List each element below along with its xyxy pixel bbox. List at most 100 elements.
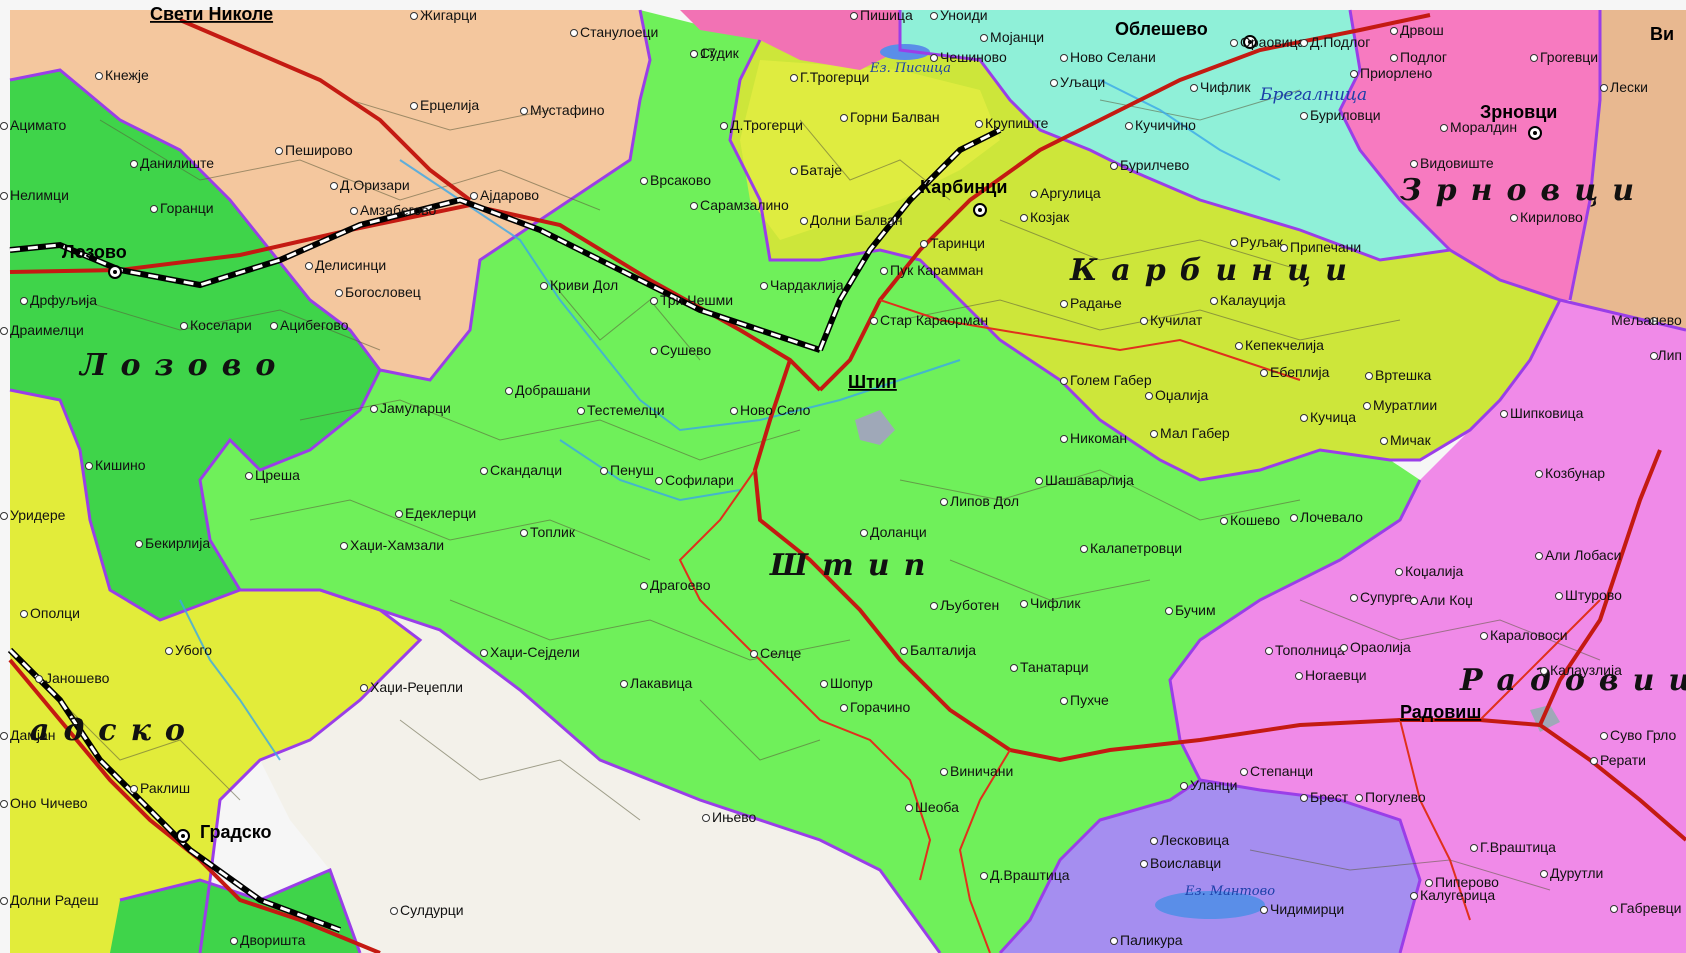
village-marker[interactable]: Чифлик	[1020, 595, 1082, 611]
village-marker[interactable]: Г.Враштица	[1470, 839, 1557, 855]
region-left-yellow-area[interactable]	[10, 390, 420, 953]
village-marker[interactable]: Д.Враштица	[980, 867, 1070, 883]
village-marker[interactable]: Топлик	[520, 524, 576, 540]
village-marker[interactable]: Вртешка	[1365, 367, 1432, 383]
village-marker[interactable]: Воиславци	[1140, 855, 1222, 871]
village-marker[interactable]: Видовиште	[1410, 155, 1494, 171]
village-marker[interactable]: Уридере	[0, 507, 66, 523]
village-marker[interactable]: Сулдурци	[390, 902, 464, 918]
village-marker[interactable]: Лочевало	[1290, 509, 1364, 525]
village-marker[interactable]: Козбунар	[1535, 465, 1606, 481]
village-marker[interactable]: Суво Грло	[1600, 727, 1677, 743]
village-marker[interactable]: Врсакoвo	[640, 172, 712, 188]
region-white-area[interactable]	[260, 590, 940, 953]
village-marker[interactable]: Уљаци	[1050, 74, 1106, 90]
village-marker[interactable]: Шопур	[820, 675, 874, 691]
village-marker[interactable]: Кепекчелија	[1235, 337, 1325, 353]
village-marker[interactable]: Јаношево	[35, 670, 110, 686]
village-marker[interactable]: Ополци	[20, 605, 80, 621]
village-marker[interactable]: Делисинци	[305, 257, 387, 273]
village-marker[interactable]: Караловоси	[1480, 627, 1568, 643]
region-top-pink-area[interactable]	[680, 10, 900, 70]
village-marker[interactable]: Паликура	[1110, 932, 1183, 948]
village-marker[interactable]: Ацибегово	[270, 317, 349, 333]
village-marker[interactable]: Мурaтлии	[1363, 397, 1438, 413]
village-marker[interactable]: Ораолија	[1340, 639, 1412, 655]
village-marker[interactable]: Пишица	[850, 7, 913, 23]
village-marker[interactable]: Драимелци	[0, 322, 84, 338]
village-marker[interactable]: Габревци	[1610, 900, 1682, 916]
village-marker[interactable]: Бучим	[1165, 602, 1216, 618]
village-marker[interactable]: Хаџи-Хамзали	[340, 537, 445, 553]
village-marker[interactable]: Горни Балван	[840, 109, 940, 125]
village-marker[interactable]: Стар Караорман	[870, 312, 989, 328]
region-konche-area[interactable]	[1000, 780, 1420, 953]
village-marker[interactable]: Селце	[750, 645, 802, 661]
village-marker[interactable]: Уланци	[1180, 777, 1238, 793]
village-marker[interactable]: Дурутли	[1540, 865, 1604, 881]
village-marker[interactable]: Уноиди	[930, 7, 988, 23]
village-marker[interactable]: Д.Оризари	[330, 177, 410, 193]
village-marker[interactable]: 17	[690, 45, 716, 61]
village-marker[interactable]: Рерати	[1590, 752, 1647, 768]
city-marker-radovis[interactable]: Радовиш	[1400, 702, 1481, 722]
village-marker[interactable]: Бурилoвци	[1300, 107, 1381, 123]
village-marker[interactable]: Оно Чичево	[0, 795, 88, 811]
village-marker[interactable]: Ерцелија	[410, 97, 480, 113]
village-marker[interactable]: Штурово	[1555, 587, 1623, 603]
village-marker[interactable]: Ногаевци	[1295, 667, 1367, 683]
village-marker[interactable]: Калауција	[1210, 292, 1286, 308]
village-marker[interactable]: Али Лобаси	[1535, 547, 1622, 563]
village-marker[interactable]: Липов Дол	[940, 493, 1020, 509]
village-marker[interactable]: Козјак	[1020, 209, 1071, 225]
region-zrnovci-area[interactable]	[1340, 10, 1600, 300]
village-marker[interactable]: Хаџи-Реџепли	[360, 679, 463, 695]
village-marker[interactable]: Лески	[1600, 79, 1648, 95]
village-marker[interactable]: Три Чешми	[650, 292, 734, 308]
village-marker[interactable]: Моралдин	[1440, 119, 1518, 135]
village-marker[interactable]: Пиперово	[1425, 874, 1500, 890]
city-marker-karbinci[interactable]: Карбинци	[920, 177, 1007, 217]
region-right-peach-area[interactable]	[1570, 10, 1686, 360]
village-marker[interactable]: Орaoвица	[1230, 34, 1306, 50]
village-marker[interactable]: Станулоеци	[570, 24, 659, 40]
city-marker-zrnovci[interactable]: Зрновци	[1480, 102, 1557, 140]
village-marker[interactable]: Супурге	[1350, 589, 1413, 605]
village-marker[interactable]: Амзабегово	[350, 202, 437, 218]
region-sveti-nikole-area[interactable]	[10, 10, 650, 380]
village-marker[interactable]: Пенуш	[600, 462, 654, 478]
village-marker[interactable]: Кнежје	[95, 67, 149, 83]
village-marker[interactable]: Дворишта	[230, 932, 306, 948]
village-marker[interactable]: Сушево	[650, 342, 712, 358]
village-marker[interactable]: Дрфуљија	[20, 292, 98, 308]
village-marker[interactable]: Жигарци	[410, 7, 477, 23]
village-marker[interactable]: Чардаклија	[760, 277, 844, 293]
village-marker[interactable]: Пешировo	[275, 142, 353, 158]
region-radovis-area[interactable]	[1170, 300, 1686, 953]
village-marker[interactable]: Мичак	[1380, 432, 1432, 448]
village-marker[interactable]: Данилиште	[130, 155, 215, 171]
village-marker[interactable]: Кирилово	[1510, 209, 1583, 225]
village-marker[interactable]: Лип	[1650, 347, 1683, 363]
village-marker[interactable]: Бекирлија	[135, 535, 211, 551]
village-marker[interactable]: Хаџи-Сејдели	[480, 644, 580, 660]
village-marker[interactable]: Мојанци	[980, 29, 1045, 45]
city-marker-lozovo[interactable]: Лозово	[62, 242, 127, 279]
village-marker[interactable]: Д.Трогерци	[720, 117, 803, 133]
village-marker[interactable]: Софилари	[655, 472, 734, 488]
village-marker[interactable]: Ацимато	[0, 117, 67, 133]
village-marker[interactable]: Калапетровци	[1080, 540, 1183, 556]
village-marker[interactable]: Калугерица	[1410, 887, 1496, 903]
village-marker[interactable]: Припечани	[1280, 239, 1362, 255]
village-marker[interactable]: Шеоба	[905, 799, 960, 815]
village-marker[interactable]: Оџалија	[1145, 387, 1209, 403]
village-marker[interactable]: Аргулица	[1030, 185, 1101, 201]
village-marker[interactable]: Бaтaјe	[790, 162, 843, 178]
village-marker[interactable]: Јамуларци	[370, 400, 451, 416]
village-marker[interactable]: Кучица	[1300, 409, 1357, 425]
village-marker[interactable]: Чидимирци	[1260, 901, 1345, 917]
village-marker[interactable]: Дрвoш	[1390, 22, 1444, 38]
village-marker[interactable]: Кишино	[85, 457, 146, 473]
village-marker[interactable]: Коселари	[180, 317, 252, 333]
